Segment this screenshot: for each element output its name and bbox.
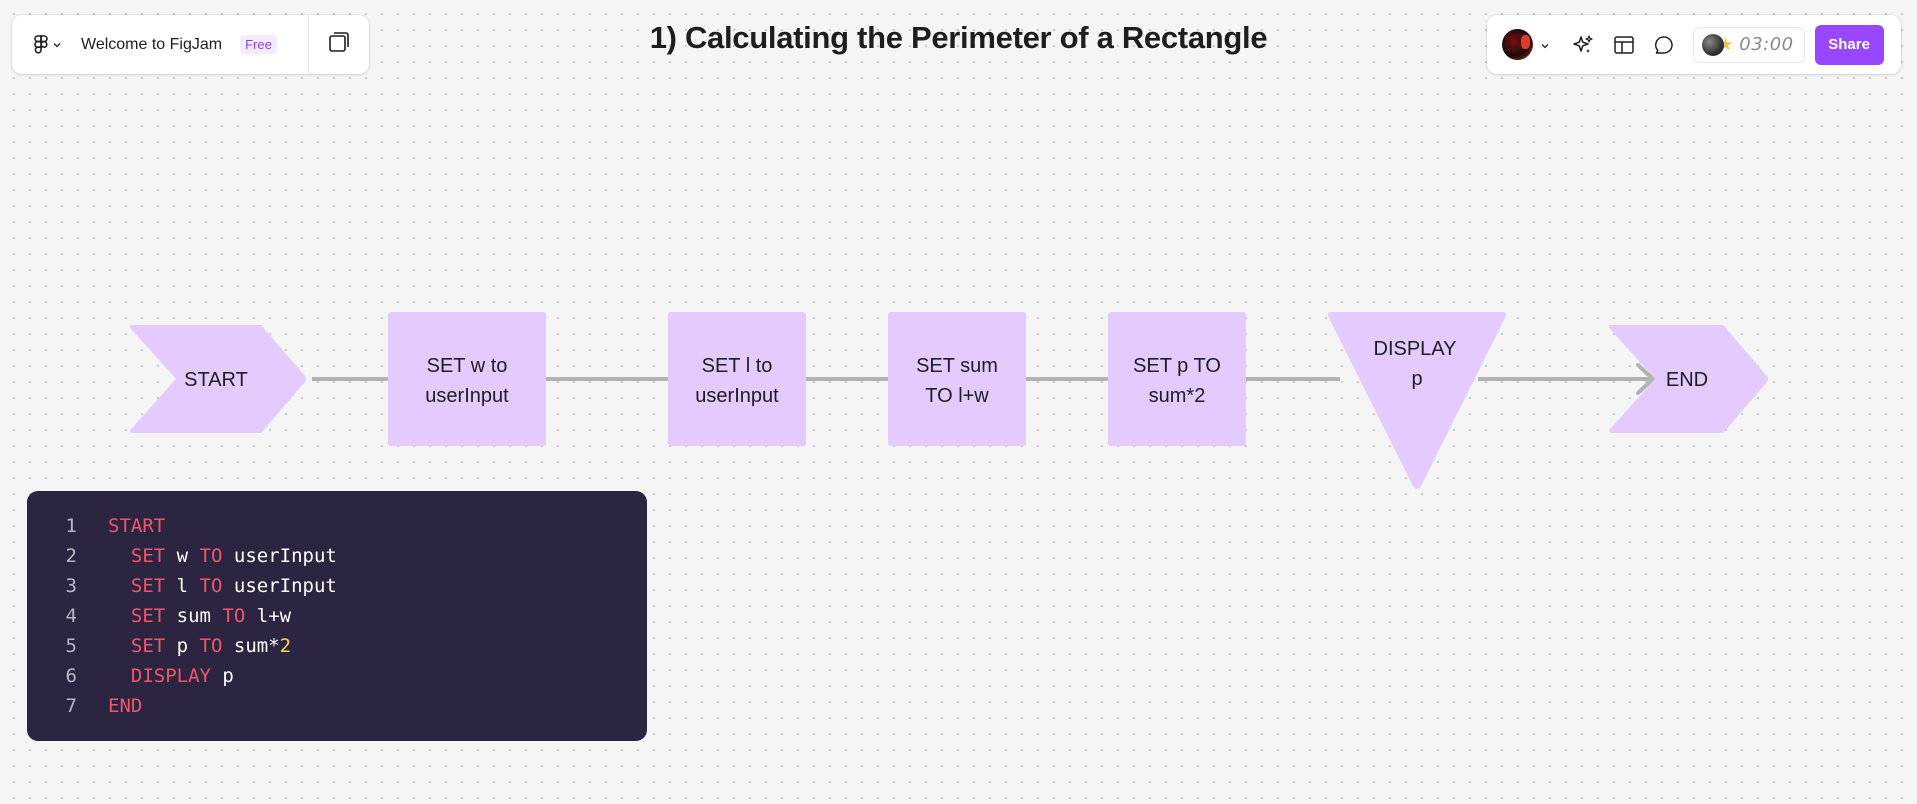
step-label-line: SET l to xyxy=(702,355,773,377)
code-token: w xyxy=(165,545,200,567)
file-menu-panel: Welcome to FigJam Free xyxy=(12,15,369,74)
pages-icon xyxy=(327,30,351,59)
code-token: l xyxy=(165,575,200,597)
chevron-down-icon xyxy=(1541,36,1549,54)
output-label-line: p xyxy=(1411,368,1422,390)
process-step-set-p[interactable]: SET p TO sum*2 xyxy=(1108,312,1246,446)
code-text: END xyxy=(108,691,142,721)
code-token: sum xyxy=(165,605,223,627)
code-text: SET w TO userInput xyxy=(108,541,337,571)
code-token: p xyxy=(210,665,234,687)
avatar-menu-button[interactable] xyxy=(1502,29,1549,60)
step-label-line: SET p TO xyxy=(1133,355,1221,377)
line-number: 3 xyxy=(65,575,77,597)
chevron-down-icon xyxy=(53,42,61,48)
output-label-line: DISPLAY xyxy=(1374,338,1457,360)
code-token: l+w xyxy=(245,605,292,627)
user-avatar xyxy=(1502,29,1533,60)
line-number: 2 xyxy=(65,545,77,567)
code-token: SET xyxy=(130,545,166,567)
code-token: sum* xyxy=(222,635,280,657)
share-button[interactable]: Share xyxy=(1814,24,1884,65)
code-line: 3 SET l TO userInput xyxy=(27,571,647,601)
code-token: TO xyxy=(199,575,223,597)
code-line: 4 SET sum TO l+w xyxy=(27,601,647,631)
line-number: 7 xyxy=(65,695,77,717)
code-line: 7 END xyxy=(27,691,647,721)
canvas-title[interactable]: 1) Calculating the Perimeter of a Rectan… xyxy=(649,20,1268,55)
code-token: userInput xyxy=(222,545,337,567)
line-number: 5 xyxy=(65,635,77,657)
file-title[interactable]: Welcome to FigJam xyxy=(81,35,223,53)
code-token: 2 xyxy=(279,635,292,657)
code-line: 1 START xyxy=(27,511,647,541)
code-token: TO xyxy=(222,605,246,627)
end-node[interactable]: END xyxy=(1608,325,1768,433)
step-label-line: userInput xyxy=(695,385,779,407)
code-token: START xyxy=(108,515,166,537)
code-line: 6 DISPLAY p xyxy=(27,661,647,691)
start-label: START xyxy=(184,369,248,391)
line-number: 4 xyxy=(65,605,77,627)
file-info: Welcome to FigJam Free xyxy=(12,15,310,74)
pages-button[interactable] xyxy=(309,15,369,74)
code-token: SET xyxy=(130,635,166,657)
end-label: END xyxy=(1666,369,1708,391)
code-token: DISPLAY xyxy=(130,665,211,687)
code-text: DISPLAY p xyxy=(108,661,234,691)
start-node[interactable]: START xyxy=(129,325,306,433)
figma-logo-icon xyxy=(34,34,48,55)
step-label-line: userInput xyxy=(425,385,509,407)
process-step-set-w[interactable]: SET w to userInput xyxy=(388,312,546,446)
code-text: SET p TO sum*2 xyxy=(108,631,291,661)
timer-music-icon xyxy=(1702,33,1724,56)
code-token: SET xyxy=(130,575,166,597)
display-output-node[interactable]: DISPLAY p xyxy=(1328,312,1506,489)
timer-button[interactable]: ★ 03:00 xyxy=(1693,26,1805,63)
code-token: SET xyxy=(130,605,166,627)
code-token: TO xyxy=(199,635,223,657)
code-text: SET sum TO l+w xyxy=(108,601,291,631)
code-text: START xyxy=(108,511,165,541)
code-token: userInput xyxy=(222,575,337,597)
layout-template-icon[interactable] xyxy=(1613,34,1635,56)
line-number: 6 xyxy=(65,665,77,687)
sparkle-ai-icon[interactable] xyxy=(1571,33,1595,57)
code-token: END xyxy=(108,695,143,717)
code-line: 5 SET p TO sum*2 xyxy=(27,631,647,661)
main-menu-button[interactable] xyxy=(34,34,61,55)
collaboration-toolbar: ★ 03:00 Share xyxy=(1487,15,1901,74)
code-token: p xyxy=(165,635,200,657)
step-label-line: SET sum xyxy=(916,355,998,377)
line-number: 1 xyxy=(65,515,77,537)
step-label-line: sum*2 xyxy=(1149,385,1206,407)
process-step-set-sum[interactable]: SET sum TO l+w xyxy=(888,312,1026,446)
code-text: SET l TO userInput xyxy=(108,571,337,601)
code-line: 2 SET w TO userInput xyxy=(27,541,647,571)
plan-badge[interactable]: Free xyxy=(240,35,277,54)
code-token: TO xyxy=(199,545,223,567)
timer-value: 03:00 xyxy=(1739,34,1794,55)
process-step-set-l[interactable]: SET l to userInput xyxy=(668,312,806,446)
comment-bubble-icon[interactable] xyxy=(1653,34,1675,56)
step-label-line: SET w to xyxy=(427,355,508,377)
step-label-line: TO l+w xyxy=(925,385,989,407)
